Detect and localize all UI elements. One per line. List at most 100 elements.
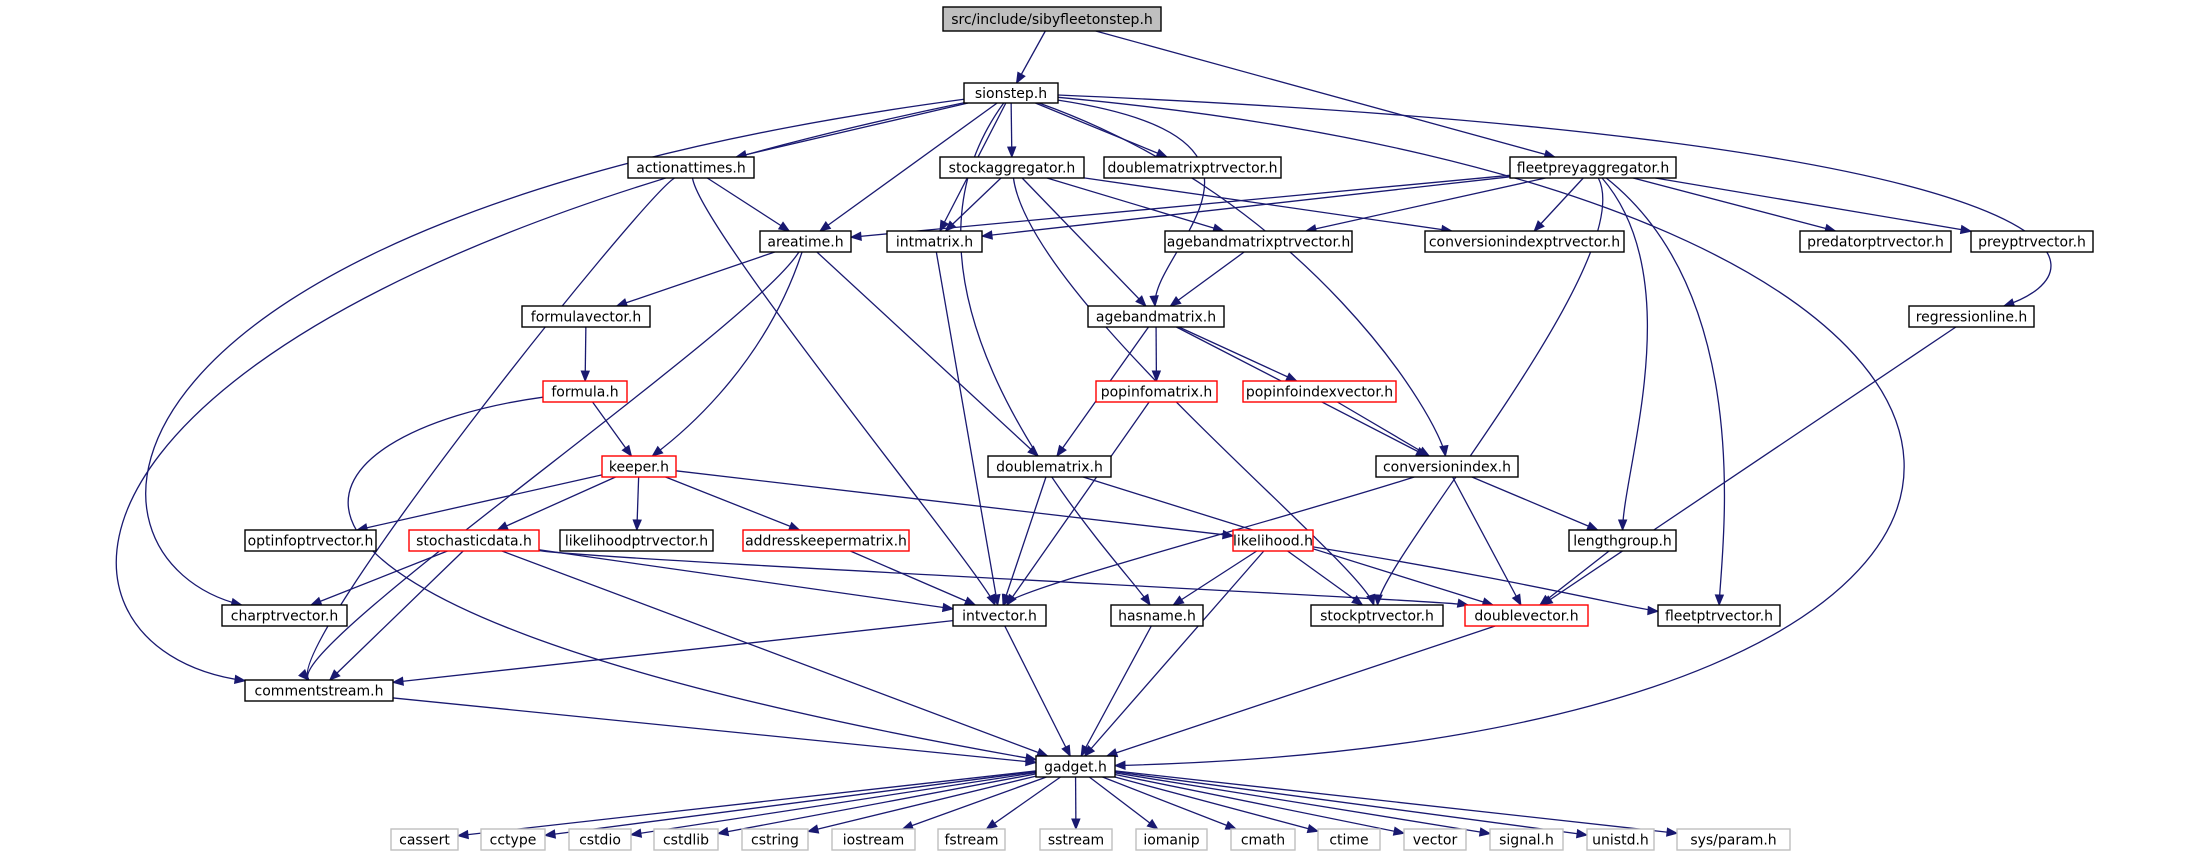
edge-line [691,177,996,606]
edge-gadget-to-fstream [985,776,1061,830]
edge-line [1035,102,1168,158]
node-areatime[interactable]: areatime.h [759,230,852,253]
node-box [653,828,719,851]
edge-areatime-to-formvec [615,251,775,308]
node-unistd[interactable]: unistd.h [1586,828,1655,851]
node-signal[interactable]: signal.h [1489,828,1564,851]
node-cmath[interactable]: cmath [1230,828,1296,851]
node-fleetpv[interactable]: fleetptrvector.h [1657,604,1781,627]
node-label: vector [1413,833,1458,849]
node-popinfoidx[interactable]: popinfoindexvector.h [1242,380,1397,403]
node-sstream[interactable]: sstream [1039,828,1113,851]
node-label: formulavector.h [531,310,641,326]
edge-arrowhead [777,221,791,232]
node-preypv[interactable]: preyptrvector.h [1970,230,2094,253]
node-cipv[interactable]: conversionindexptrvector.h [1424,230,1625,253]
edge-arrowhead [787,521,801,531]
node-root[interactable]: src/include/sibyfleetonstep.h [942,6,1162,32]
edge-sionstep-to-areatime [818,102,998,232]
edge-hasname-to-gadget [1080,625,1152,758]
edge-line [1312,546,1659,612]
node-cstring[interactable]: cstring [741,828,809,851]
node-abm[interactable]: agebandmatrix.h [1087,305,1225,328]
node-box [987,455,1112,478]
node-cstdio[interactable]: cstdio [568,828,632,851]
node-optinfo[interactable]: optinfoptrvector.h [244,529,377,552]
edge-stochdata-to-commentstream [328,550,464,681]
edge-arrowhead [1666,827,1679,837]
edge-line [1083,177,1452,232]
node-doublevector[interactable]: doublevector.h [1464,604,1589,627]
edge-arrowhead [543,829,557,839]
edge-fleetprey-to-predpv [1632,177,1837,233]
node-fstream[interactable]: fstream [937,828,1006,851]
edge-abmpv-to-abm [1169,251,1245,307]
node-cctype[interactable]: cctype [480,828,546,851]
node-label: gadget.h [1044,760,1107,776]
edge-sionstep-to-hasname [960,102,1151,607]
node-doublematrix[interactable]: doublematrix.h [987,455,1112,478]
edge-sionstep-to-convidx [1038,102,1449,458]
node-fleetprey[interactable]: fleetpreyaggregator.h [1509,156,1677,179]
node-keeper[interactable]: keeper.h [601,455,677,478]
edge-gadget-to-signal [1114,772,1492,837]
node-dmpv[interactable]: doublematrixptrvector.h [1103,156,1282,179]
node-stochdata[interactable]: stochasticdata.h [408,529,540,552]
edge-root-to-fleetprey [1095,30,1557,159]
node-addrkeeper[interactable]: addresskeepermatrix.h [742,529,910,552]
node-box [1035,755,1116,778]
node-intmatrix[interactable]: intmatrix.h [886,230,983,253]
edge-keeper-to-addrkeeper [665,476,801,531]
node-label: cmath [1241,833,1285,849]
edge-arrowhead [963,596,977,606]
edge-arrowhead [298,669,310,681]
node-label: conversionindexptrvector.h [1429,235,1620,251]
edge-sionstep-to-regline [1057,94,2052,308]
node-iostream[interactable]: iostream [831,828,916,851]
edge-line [1287,550,1363,606]
edge-line [1601,177,1649,531]
node-sionstep[interactable]: sionstep.h [963,82,1059,104]
node-intvector[interactable]: intvector.h [952,604,1047,627]
edge-line [1471,476,1598,531]
edge-line [850,550,976,606]
node-label: stochasticdata.h [416,534,532,550]
node-stockagg[interactable]: stockaggregator.h [939,156,1085,179]
node-label: iostream [843,833,905,849]
node-sysparam[interactable]: sys/param.h [1676,828,1791,851]
node-convidx[interactable]: conversionindex.h [1375,455,1519,478]
node-regline[interactable]: regressionline.h [1908,305,2035,328]
node-actiontimes[interactable]: actionattimes.h [627,156,755,179]
edge-line [1376,177,1604,606]
edge-sionstep-to-dmpv [1035,102,1169,158]
node-popinfomatrix[interactable]: popinfomatrix.h [1095,380,1218,403]
node-label: likelihoodptrvector.h [565,534,708,550]
node-predpv[interactable]: predatorptrvector.h [1799,230,1952,253]
node-commentstream[interactable]: commentstream.h [244,679,394,702]
node-box [1317,828,1381,851]
edge-line [665,476,800,531]
node-formvec[interactable]: formulavector.h [521,305,651,328]
node-formula[interactable]: formula.h [542,380,628,403]
node-stockpv[interactable]: stockptrvector.h [1310,604,1444,627]
node-hasname[interactable]: hasname.h [1110,604,1204,627]
node-likelihood[interactable]: likelihood.h [1232,529,1314,552]
node-box [1489,828,1564,851]
edge-line [706,177,790,232]
node-charpv[interactable]: charptrvector.h [221,604,348,627]
node-iomanip[interactable]: iomanip [1135,828,1208,851]
edge-arrowhead [849,231,862,241]
node-abmpv[interactable]: agebandmatrixptrvector.h [1164,230,1353,253]
node-likpv[interactable]: likelihoodptrvector.h [559,529,714,552]
edge-arrowhead [1113,760,1126,771]
edge-arrowhead [1027,445,1040,457]
node-lengthgroup[interactable]: lengthgroup.h [1568,529,1677,552]
node-cassert[interactable]: cassert [390,828,459,851]
edge-line [651,251,803,457]
node-gadget[interactable]: gadget.h [1035,755,1116,778]
node-cstdlib[interactable]: cstdlib [653,828,719,851]
edge-line [1102,776,1237,830]
node-vector[interactable]: vector [1403,828,1467,851]
node-ctime[interactable]: ctime [1317,828,1381,851]
edge-arrowhead [991,593,1001,607]
